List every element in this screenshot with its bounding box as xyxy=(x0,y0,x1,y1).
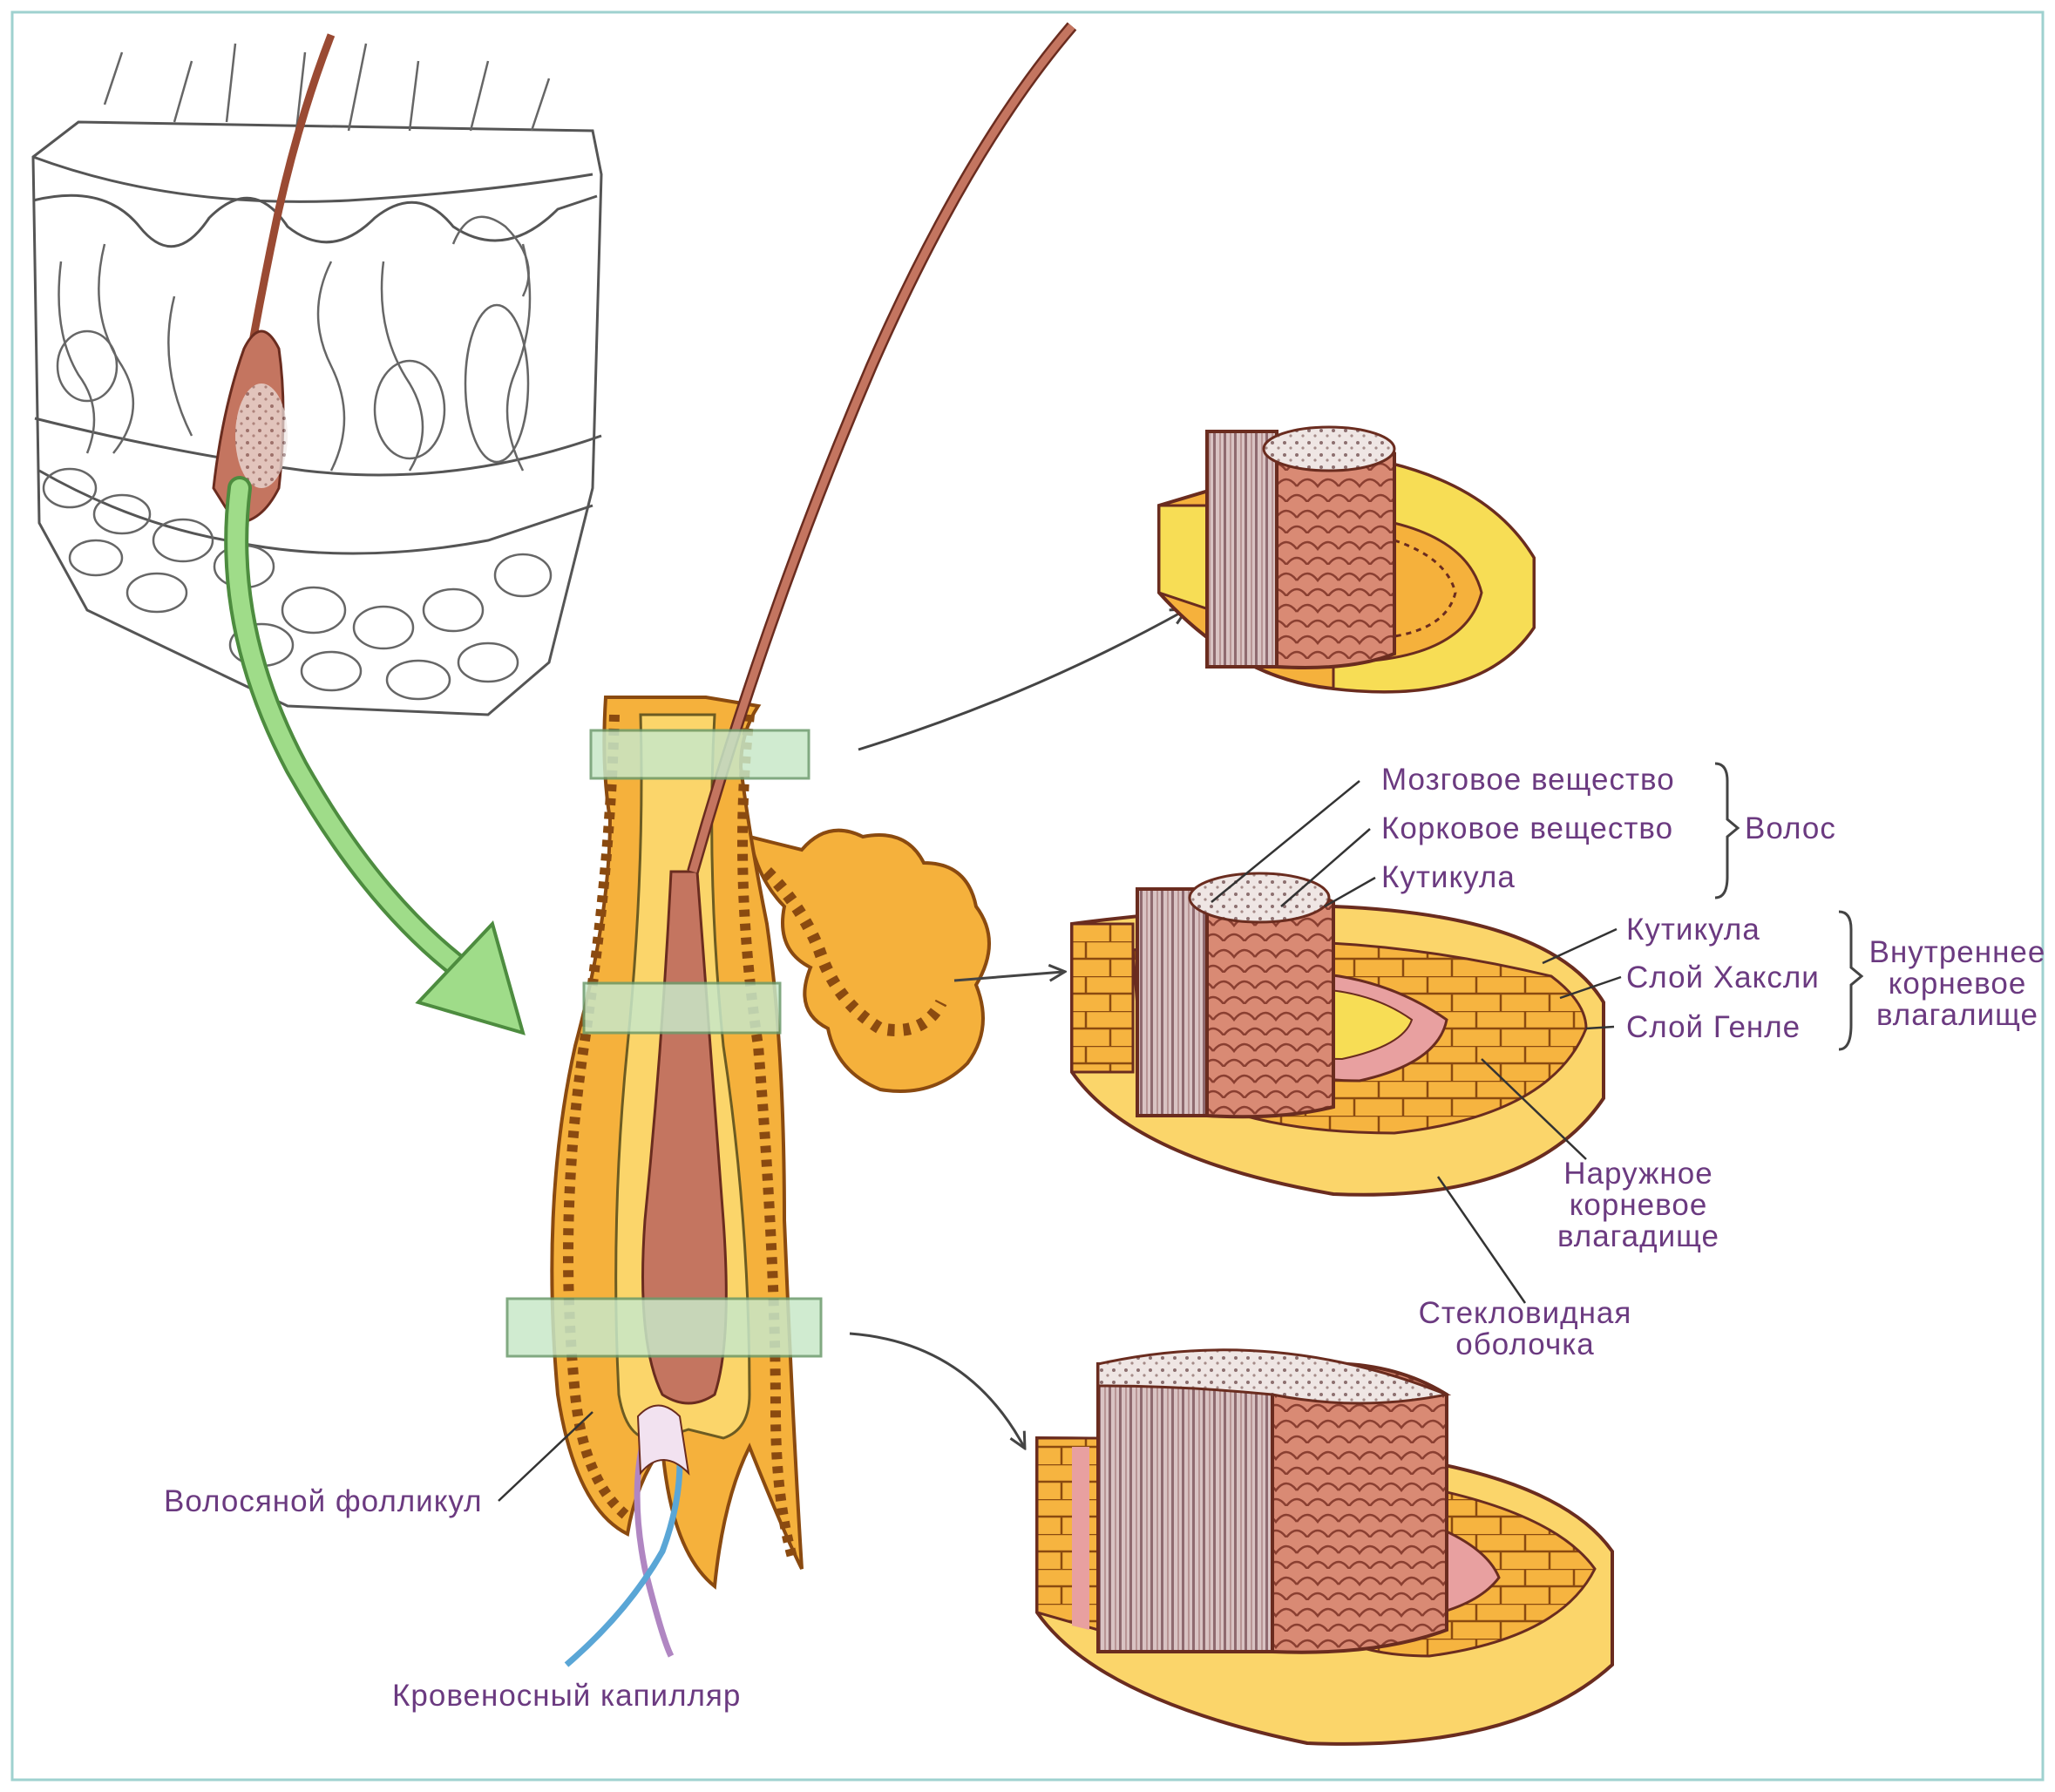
section-band-lower xyxy=(507,1299,821,1356)
skin-block-illustration xyxy=(33,35,601,715)
label-ors-line-1: Наружное xyxy=(1563,1157,1712,1191)
label-cortex: Корковое вещество xyxy=(1381,811,1673,845)
label-henle-layer: Слой Генле xyxy=(1626,1010,1801,1044)
label-hair-cuticle: Кутикула xyxy=(1381,860,1516,894)
label-glassy-line-1: Стекловидная xyxy=(1419,1296,1632,1330)
label-follicle: Волосяной фолликул xyxy=(164,1484,483,1518)
label-hair: Волос xyxy=(1745,811,1836,845)
section-band-upper xyxy=(591,730,809,778)
label-irs-line-3: влагалище xyxy=(1876,998,2038,1032)
label-huxley-layer: Слой Хаксли xyxy=(1626,960,1820,994)
section-band-middle xyxy=(584,983,780,1033)
label-irs-line-2: корневое xyxy=(1889,967,2027,1001)
label-glassy-line-2: оболочка xyxy=(1455,1327,1595,1361)
label-medulla: Мозговое вещество xyxy=(1381,763,1675,797)
label-ors-line-2: корневое xyxy=(1570,1188,1708,1222)
label-irs-cuticle: Кутикула xyxy=(1626,913,1760,947)
label-ors-line-3: влагадище xyxy=(1557,1219,1719,1253)
label-capillary: Кровеносный капилляр xyxy=(392,1679,741,1713)
label-irs-line-1: Внутреннее xyxy=(1869,935,2046,969)
